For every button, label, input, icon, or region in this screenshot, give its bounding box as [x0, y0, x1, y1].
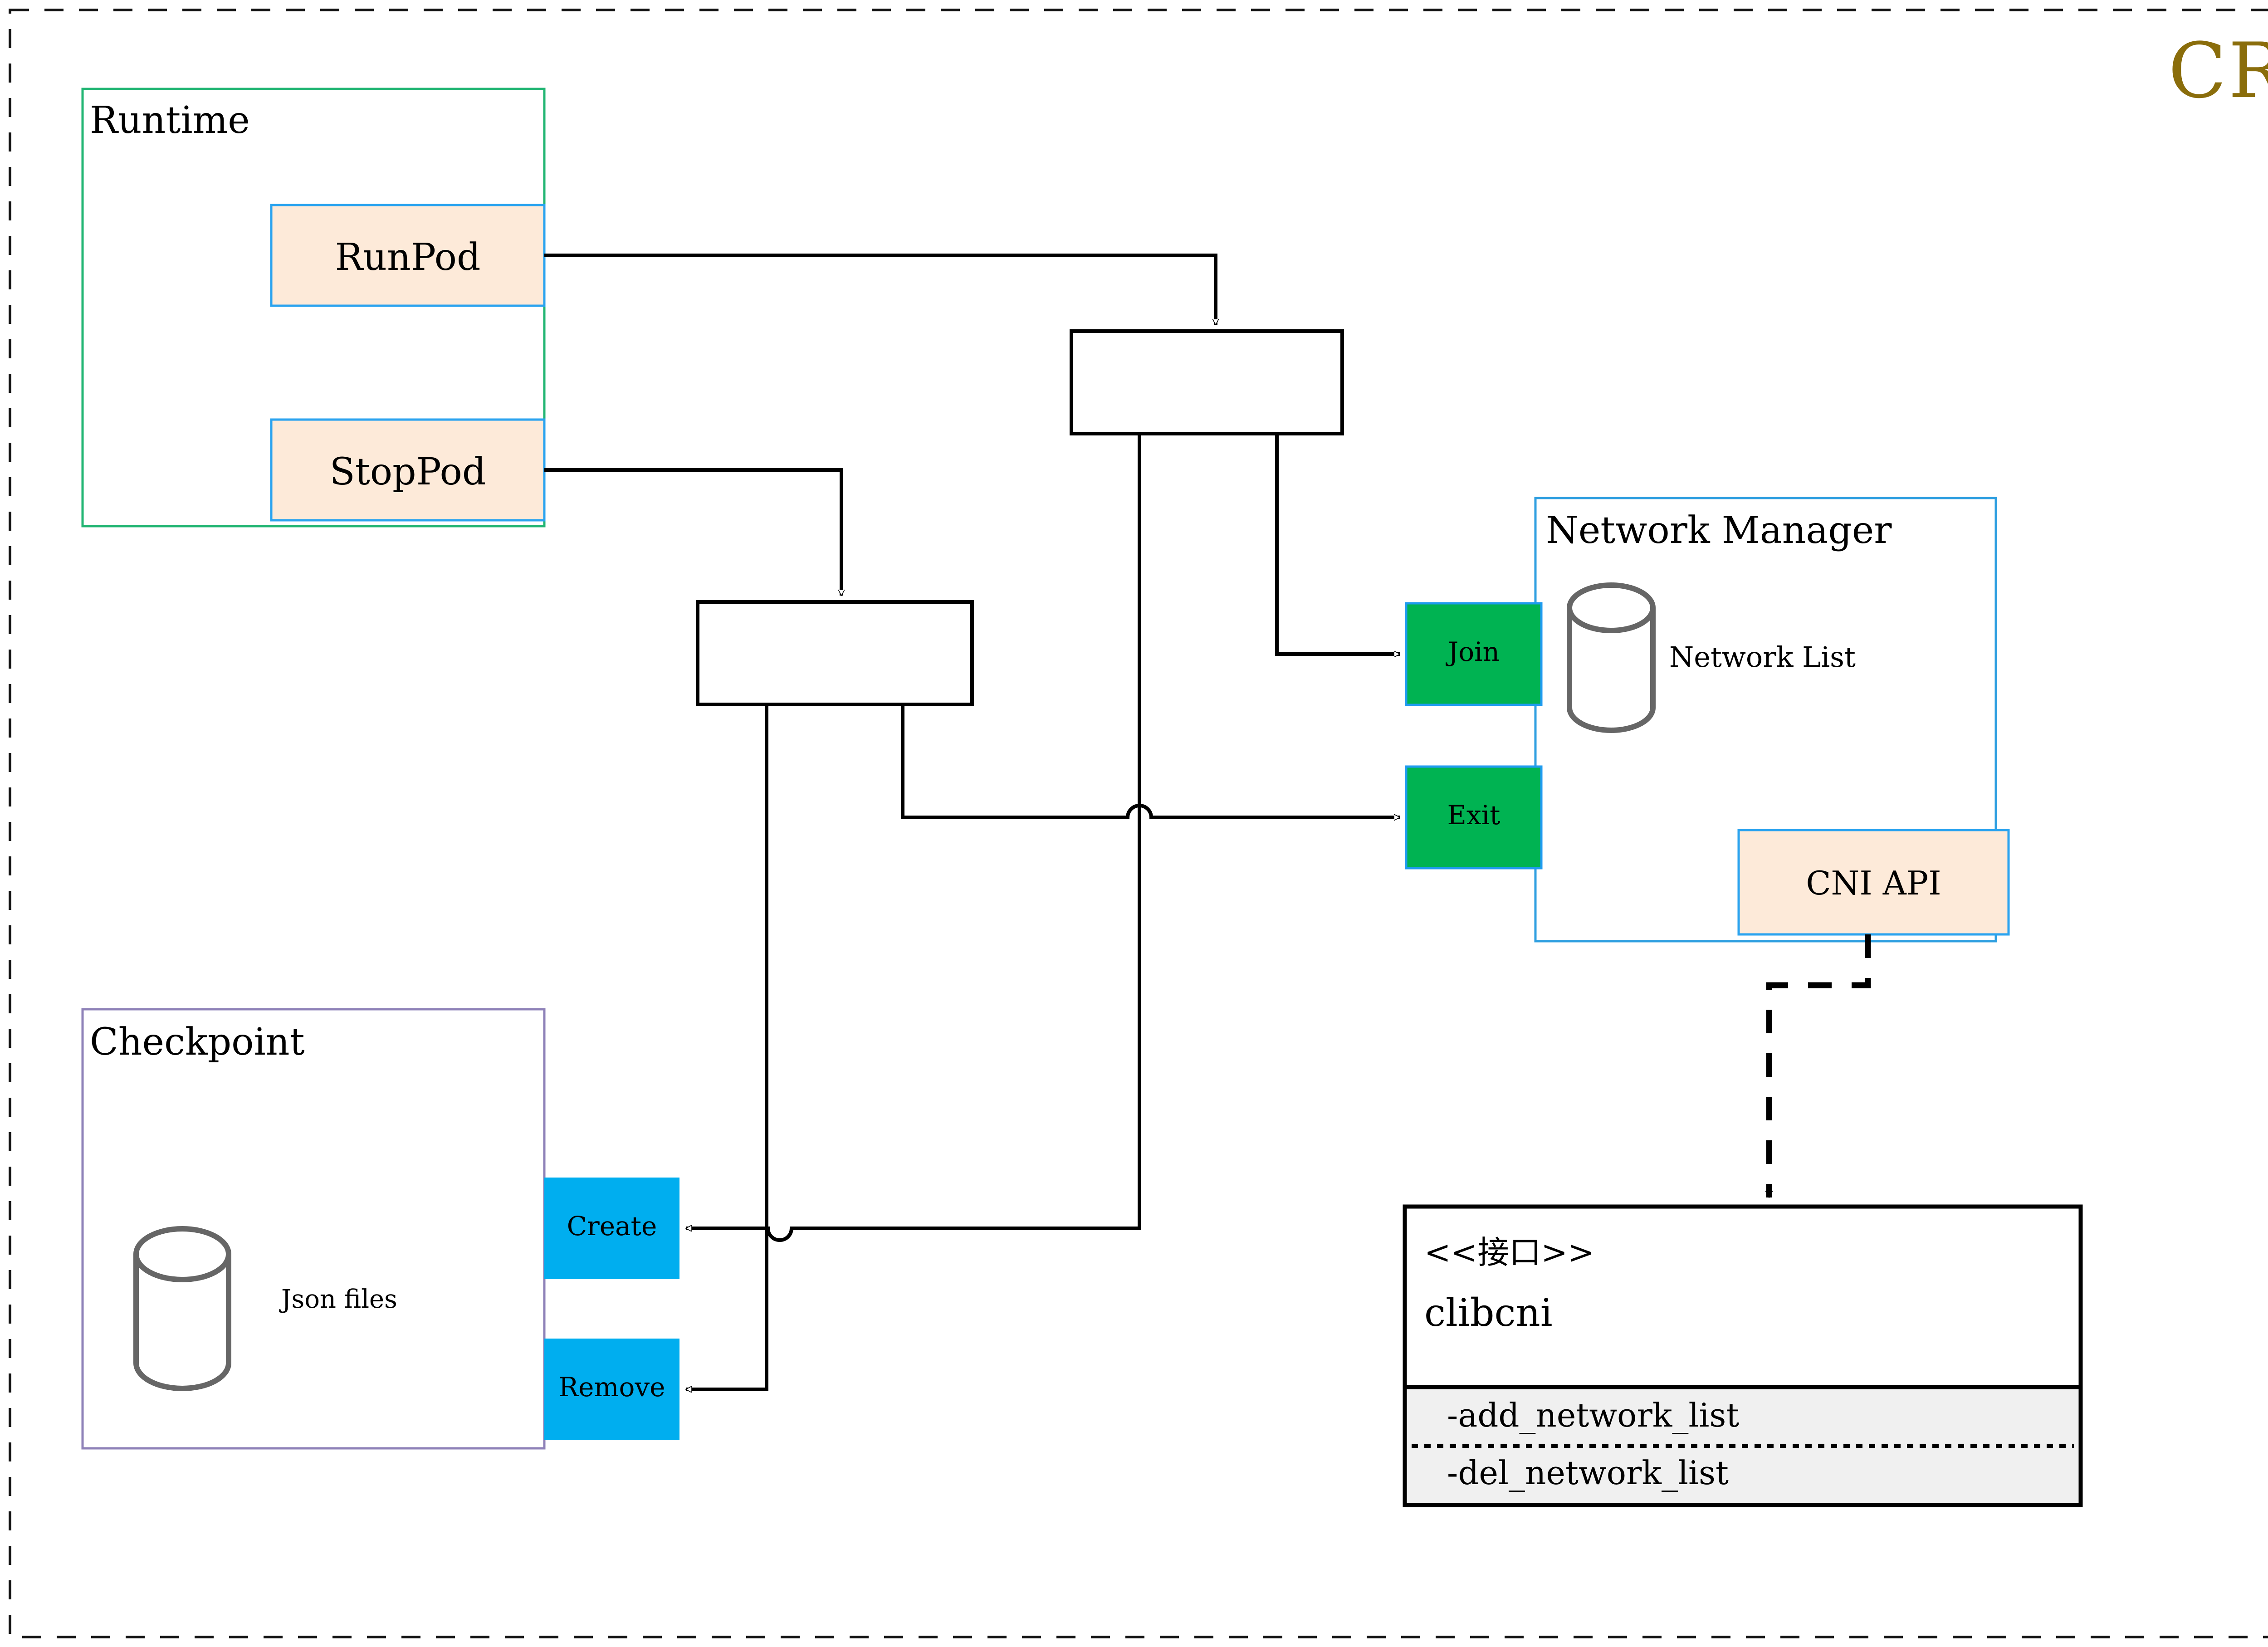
stoppod-fork-bar	[696, 600, 974, 706]
cni-api-label[interactable]: CNI API	[1806, 864, 1941, 902]
create-label[interactable]: Create	[567, 1211, 657, 1241]
runtime-group-box	[81, 88, 546, 528]
json-files-cylinder	[133, 1226, 231, 1391]
runpod-fork-bar	[1070, 329, 1344, 435]
edge-runpod-to-fork	[544, 254, 1216, 325]
interface-name: clibcni	[1424, 1290, 1553, 1335]
interface-stereotype: <<接口>>	[1424, 1234, 1594, 1271]
interface-header-box	[1403, 1204, 2083, 1389]
edge-stoppod-to-fork	[544, 468, 841, 596]
outer-frame	[9, 9, 2268, 1638]
network-list-label: Network List	[1669, 640, 1856, 674]
join-box	[1405, 602, 1543, 706]
network-manager-group-label: Network Manager	[1546, 509, 1892, 552]
runpod-label[interactable]: RunPod	[335, 236, 481, 279]
create-box	[544, 1178, 679, 1279]
interface-method-add: -add_network_list	[1447, 1396, 1740, 1434]
json-files-label: Json files	[281, 1285, 397, 1314]
edge-fork2-to-remove	[686, 704, 768, 1389]
runpod-box	[270, 204, 546, 307]
checkpoint-group-label: Checkpoint	[90, 1021, 305, 1064]
join-label[interactable]: Join	[1447, 636, 1500, 667]
interface-method-del: -del_network_list	[1447, 1454, 1729, 1492]
edge-fork1-to-join	[1275, 434, 1400, 654]
cni-api-box	[1737, 829, 2010, 936]
network-manager-group-box	[1534, 497, 1997, 943]
exit-label[interactable]: Exit	[1447, 800, 1501, 831]
network-list-cylinder	[1567, 582, 1656, 733]
stoppod-label[interactable]: StopPod	[329, 450, 486, 494]
remove-label[interactable]: Remove	[558, 1372, 665, 1403]
edge-fork1-to-create	[686, 434, 1141, 1242]
edge-fork2-to-exit	[901, 704, 1400, 817]
edge-cniapi-to-clibcni	[1769, 934, 1871, 1197]
page-title: CRI	[2168, 26, 2268, 115]
runtime-group-label: Runtime	[90, 99, 250, 142]
remove-box	[544, 1339, 679, 1440]
exit-box	[1405, 765, 1543, 870]
